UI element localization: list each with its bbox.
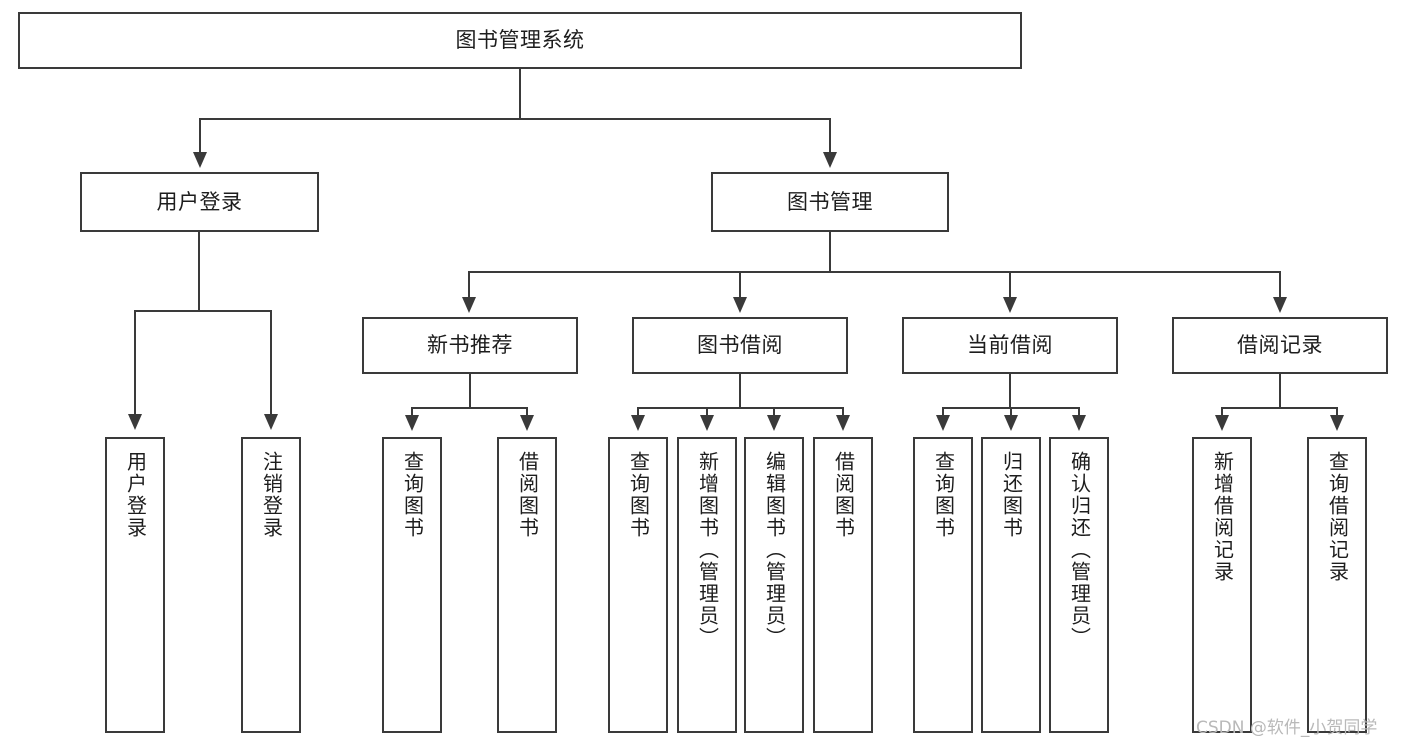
edge-current-borrow-drop-1 (942, 407, 944, 417)
arrow-book-mgmt-child-2 (733, 297, 747, 313)
edge-current-borrow-stem (1009, 374, 1011, 408)
leaf-user-login-2[interactable]: 注销登录 (241, 437, 301, 733)
node-label: 新书推荐 (427, 333, 513, 358)
csdn-watermark: CSDN @软件_小贺同学 (1196, 718, 1378, 738)
node-book-management[interactable]: 图书管理 (711, 172, 949, 232)
node-label: 图书借阅 (697, 333, 783, 358)
node-root-system[interactable]: 图书管理系统 (18, 12, 1022, 69)
node-label: 查询借阅记录 (1325, 451, 1350, 583)
node-label: 借阅图书 (831, 451, 856, 539)
edge-book-mgmt-drop-3 (1009, 271, 1011, 299)
edge-user-login-drop-1 (134, 310, 136, 416)
leaf-new-book-2[interactable]: 借阅图书 (497, 437, 557, 733)
edge-new-book-bus (411, 407, 528, 409)
arrow-borrow-record-leaf-2 (1330, 415, 1344, 431)
edge-book-mgmt-stem (829, 232, 831, 272)
edge-user-login-bus (134, 310, 271, 312)
edge-book-mgmt-bus (468, 271, 1281, 273)
node-label: 查询图书 (931, 451, 956, 539)
node-label: 图书管理系统 (455, 28, 585, 53)
node-label: 查询图书 (626, 451, 651, 539)
node-label: 编辑图书（管理员） (762, 451, 787, 649)
node-label: 归还图书 (999, 451, 1024, 539)
edge-new-book-drop-1 (411, 407, 413, 417)
edge-book-mgmt-drop-1 (468, 271, 470, 299)
arrow-current-borrow-leaf-2 (1004, 415, 1018, 431)
edge-book-borrow-bus (637, 407, 844, 409)
edge-new-book-stem (469, 374, 471, 408)
leaf-current-borrow-3[interactable]: 确认归还（管理员） (1049, 437, 1109, 733)
edge-borrow-record-drop-2 (1336, 407, 1338, 417)
node-book-borrow[interactable]: 图书借阅 (632, 317, 848, 374)
edge-new-book-drop-2 (526, 407, 528, 417)
edge-root-bus (199, 118, 831, 120)
node-label: 借阅图书 (515, 451, 540, 539)
edge-book-mgmt-drop-2 (739, 271, 741, 299)
leaf-book-borrow-2[interactable]: 新增图书（管理员） (677, 437, 737, 733)
edge-root-to-book-mgmt (829, 118, 831, 154)
node-label: 图书管理 (787, 189, 873, 214)
node-new-book-recommend[interactable]: 新书推荐 (362, 317, 578, 374)
arrow-root-to-user-login (193, 152, 207, 168)
leaf-new-book-1[interactable]: 查询图书 (382, 437, 442, 733)
edge-book-borrow-drop-1 (637, 407, 639, 417)
node-label: 用户登录 (156, 189, 243, 214)
node-label: 当前借阅 (967, 333, 1053, 358)
edge-borrow-record-stem (1279, 374, 1281, 408)
leaf-borrow-record-1[interactable]: 新增借阅记录 (1192, 437, 1252, 733)
arrow-book-mgmt-child-1 (462, 297, 476, 313)
node-label: 查询图书 (400, 451, 425, 539)
edge-book-borrow-drop-3 (773, 407, 775, 417)
leaf-book-borrow-4[interactable]: 借阅图书 (813, 437, 873, 733)
leaf-current-borrow-2[interactable]: 归还图书 (981, 437, 1041, 733)
node-current-borrow[interactable]: 当前借阅 (902, 317, 1118, 374)
edge-root-to-user-login (199, 118, 201, 154)
node-user-login[interactable]: 用户登录 (80, 172, 319, 232)
arrow-book-borrow-leaf-1 (631, 415, 645, 431)
node-label: 借阅记录 (1237, 333, 1323, 358)
node-label: 新增图书（管理员） (695, 451, 720, 649)
arrow-root-to-book-mgmt (823, 152, 837, 168)
edge-user-login-stem (198, 232, 200, 311)
arrow-user-login-leaf-2 (264, 414, 278, 430)
edge-book-mgmt-drop-4 (1279, 271, 1281, 299)
arrow-book-mgmt-child-3 (1003, 297, 1017, 313)
arrow-new-book-leaf-1 (405, 415, 419, 431)
edge-current-borrow-drop-3 (1078, 407, 1080, 417)
node-borrow-record[interactable]: 借阅记录 (1172, 317, 1388, 374)
arrow-new-book-leaf-2 (520, 415, 534, 431)
edge-book-borrow-drop-4 (842, 407, 844, 417)
arrow-book-borrow-leaf-2 (700, 415, 714, 431)
arrow-book-borrow-leaf-3 (767, 415, 781, 431)
leaf-current-borrow-1[interactable]: 查询图书 (913, 437, 973, 733)
leaf-book-borrow-3[interactable]: 编辑图书（管理员） (744, 437, 804, 733)
leaf-book-borrow-1[interactable]: 查询图书 (608, 437, 668, 733)
arrow-borrow-record-leaf-1 (1215, 415, 1229, 431)
edge-borrow-record-bus (1221, 407, 1338, 409)
node-label: 用户登录 (123, 451, 148, 539)
arrow-user-login-leaf-1 (128, 414, 142, 430)
node-label: 确认归还（管理员） (1067, 451, 1092, 649)
edge-user-login-drop-2 (270, 310, 272, 416)
arrow-book-borrow-leaf-4 (836, 415, 850, 431)
edge-book-borrow-stem (739, 374, 741, 408)
arrow-current-borrow-leaf-1 (936, 415, 950, 431)
node-label: 注销登录 (259, 451, 284, 539)
arrow-current-borrow-leaf-3 (1072, 415, 1086, 431)
node-label: 新增借阅记录 (1210, 451, 1235, 583)
edge-current-borrow-drop-2 (1010, 407, 1012, 417)
edge-root-stem (519, 69, 521, 119)
leaf-borrow-record-2[interactable]: 查询借阅记录 (1307, 437, 1367, 733)
arrow-book-mgmt-child-4 (1273, 297, 1287, 313)
leaf-user-login-1[interactable]: 用户登录 (105, 437, 165, 733)
edge-book-borrow-drop-2 (706, 407, 708, 417)
edge-borrow-record-drop-1 (1221, 407, 1223, 417)
